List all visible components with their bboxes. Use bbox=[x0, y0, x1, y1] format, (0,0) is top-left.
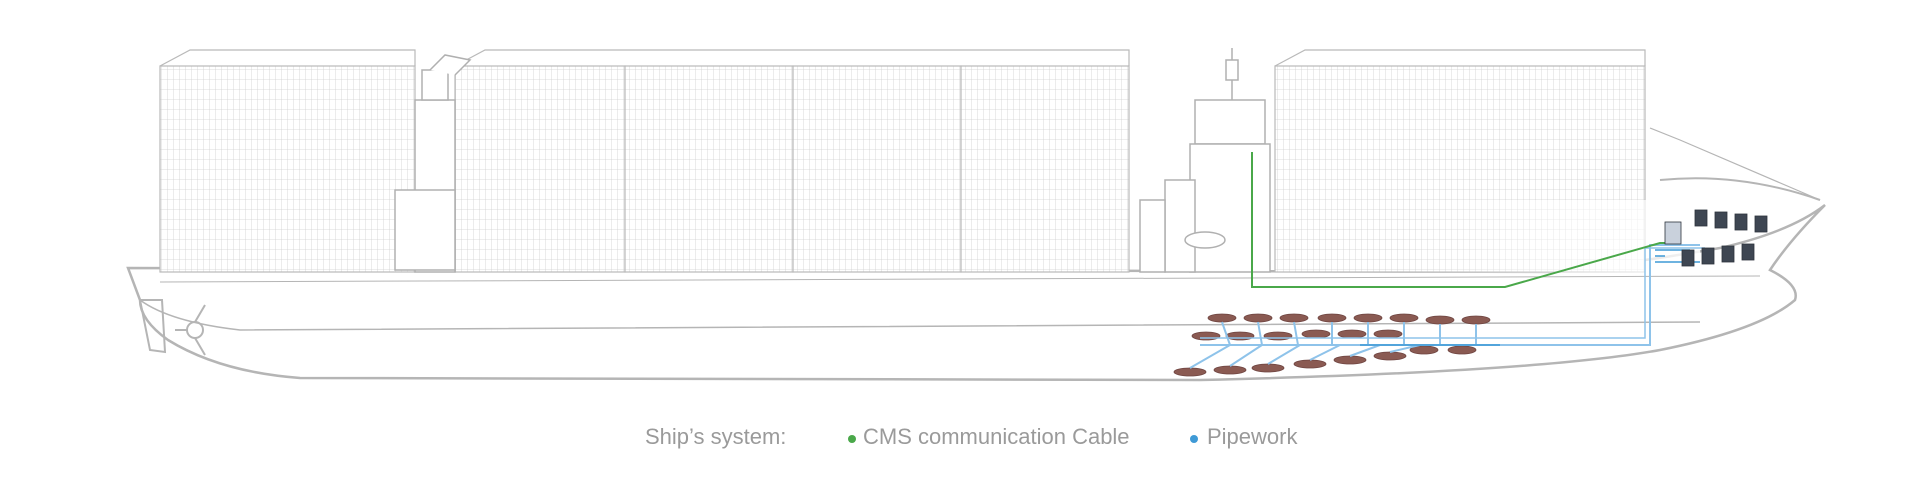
tank-array bbox=[1173, 313, 1491, 377]
bridge-superstructure bbox=[1139, 48, 1271, 273]
legend-item-cable: CMS communication Cable bbox=[863, 424, 1130, 449]
container-stacks bbox=[159, 49, 1646, 273]
legend-title: Ship’s system: bbox=[645, 424, 787, 449]
pipework bbox=[1189, 244, 1705, 369]
container-stack-3 bbox=[624, 65, 794, 273]
container-stack-5 bbox=[960, 65, 1130, 273]
cms-cable bbox=[1251, 152, 1670, 288]
container-stack-2 bbox=[454, 65, 626, 273]
cable-dot-icon bbox=[848, 435, 856, 443]
pipework-dot-icon bbox=[1190, 435, 1198, 443]
rudder-propeller bbox=[138, 299, 206, 356]
cms-control-cabinet bbox=[1664, 221, 1682, 245]
ship-hull bbox=[126, 127, 1826, 382]
forward-bridge bbox=[394, 54, 472, 273]
cms-equipment bbox=[1664, 209, 1768, 267]
legend: Ship’s system: CMS communication Cable P… bbox=[0, 424, 1920, 454]
container-stack-1 bbox=[159, 65, 416, 273]
legend-item-pipework: Pipework bbox=[1207, 424, 1298, 449]
container-stack-4 bbox=[792, 65, 962, 273]
